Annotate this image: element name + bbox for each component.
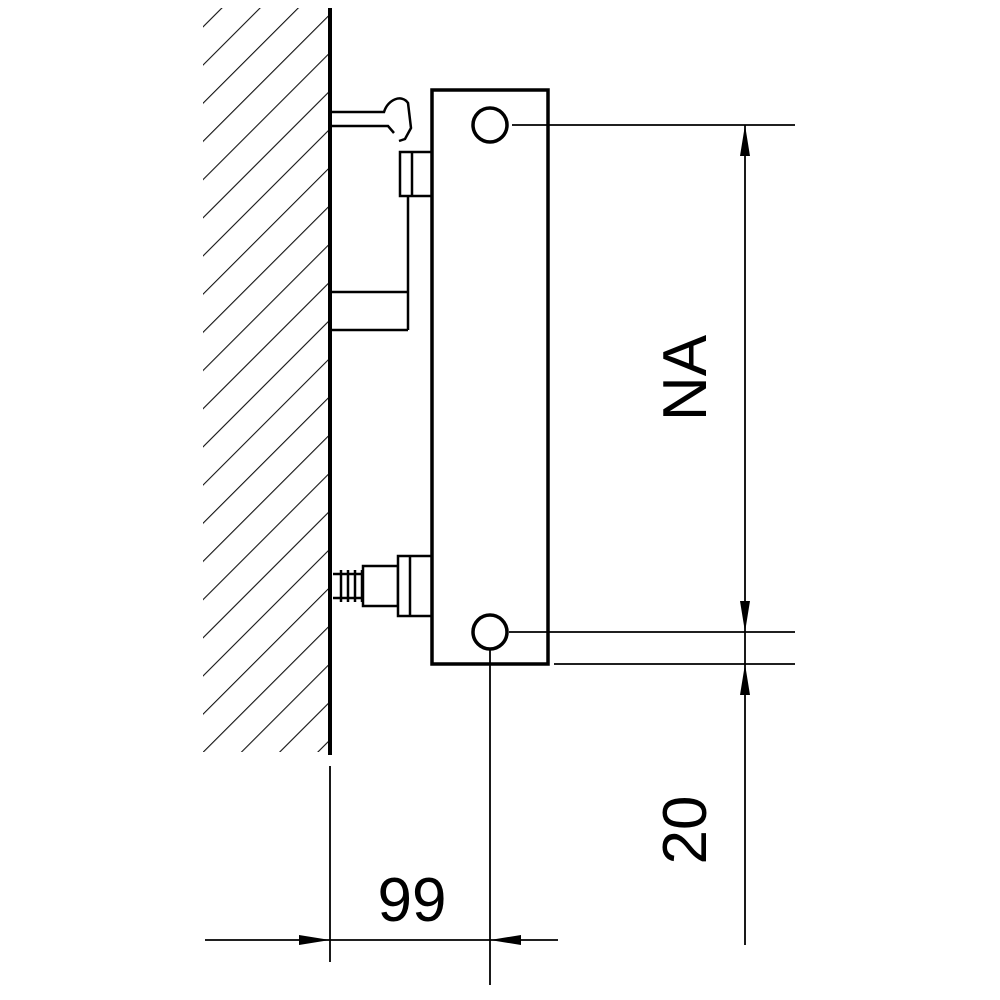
mounting-bracket — [332, 97, 434, 332]
dimension-20: 20 — [651, 664, 750, 864]
dimension-na: NA — [651, 125, 750, 945]
arrow-down-icon — [740, 601, 750, 632]
radiator — [430, 88, 550, 666]
bottom-connection-hub — [471, 613, 509, 651]
union-nut — [361, 564, 400, 608]
arrow-up-icon — [740, 125, 750, 156]
arrow-up-icon — [740, 664, 750, 695]
extension-lines — [329, 124, 795, 985]
wall-hatch — [203, 8, 330, 752]
dimension-99: 99 — [205, 866, 558, 945]
bracket-hook-lower-edge — [332, 124, 395, 134]
bracket-lug — [398, 150, 434, 198]
bracket-hook-upper-edge — [332, 97, 413, 143]
dimension-label-99: 99 — [378, 866, 447, 935]
top-connection-hub — [471, 106, 509, 144]
arrow-right-icon — [299, 935, 330, 945]
valve-fitting — [333, 554, 434, 618]
wall-section — [203, 8, 332, 755]
dimension-label-20: 20 — [651, 796, 720, 865]
arrow-left-icon — [490, 935, 521, 945]
dimension-label-na: NA — [651, 334, 720, 421]
radiator-body — [430, 88, 550, 666]
valve-body — [396, 554, 434, 618]
